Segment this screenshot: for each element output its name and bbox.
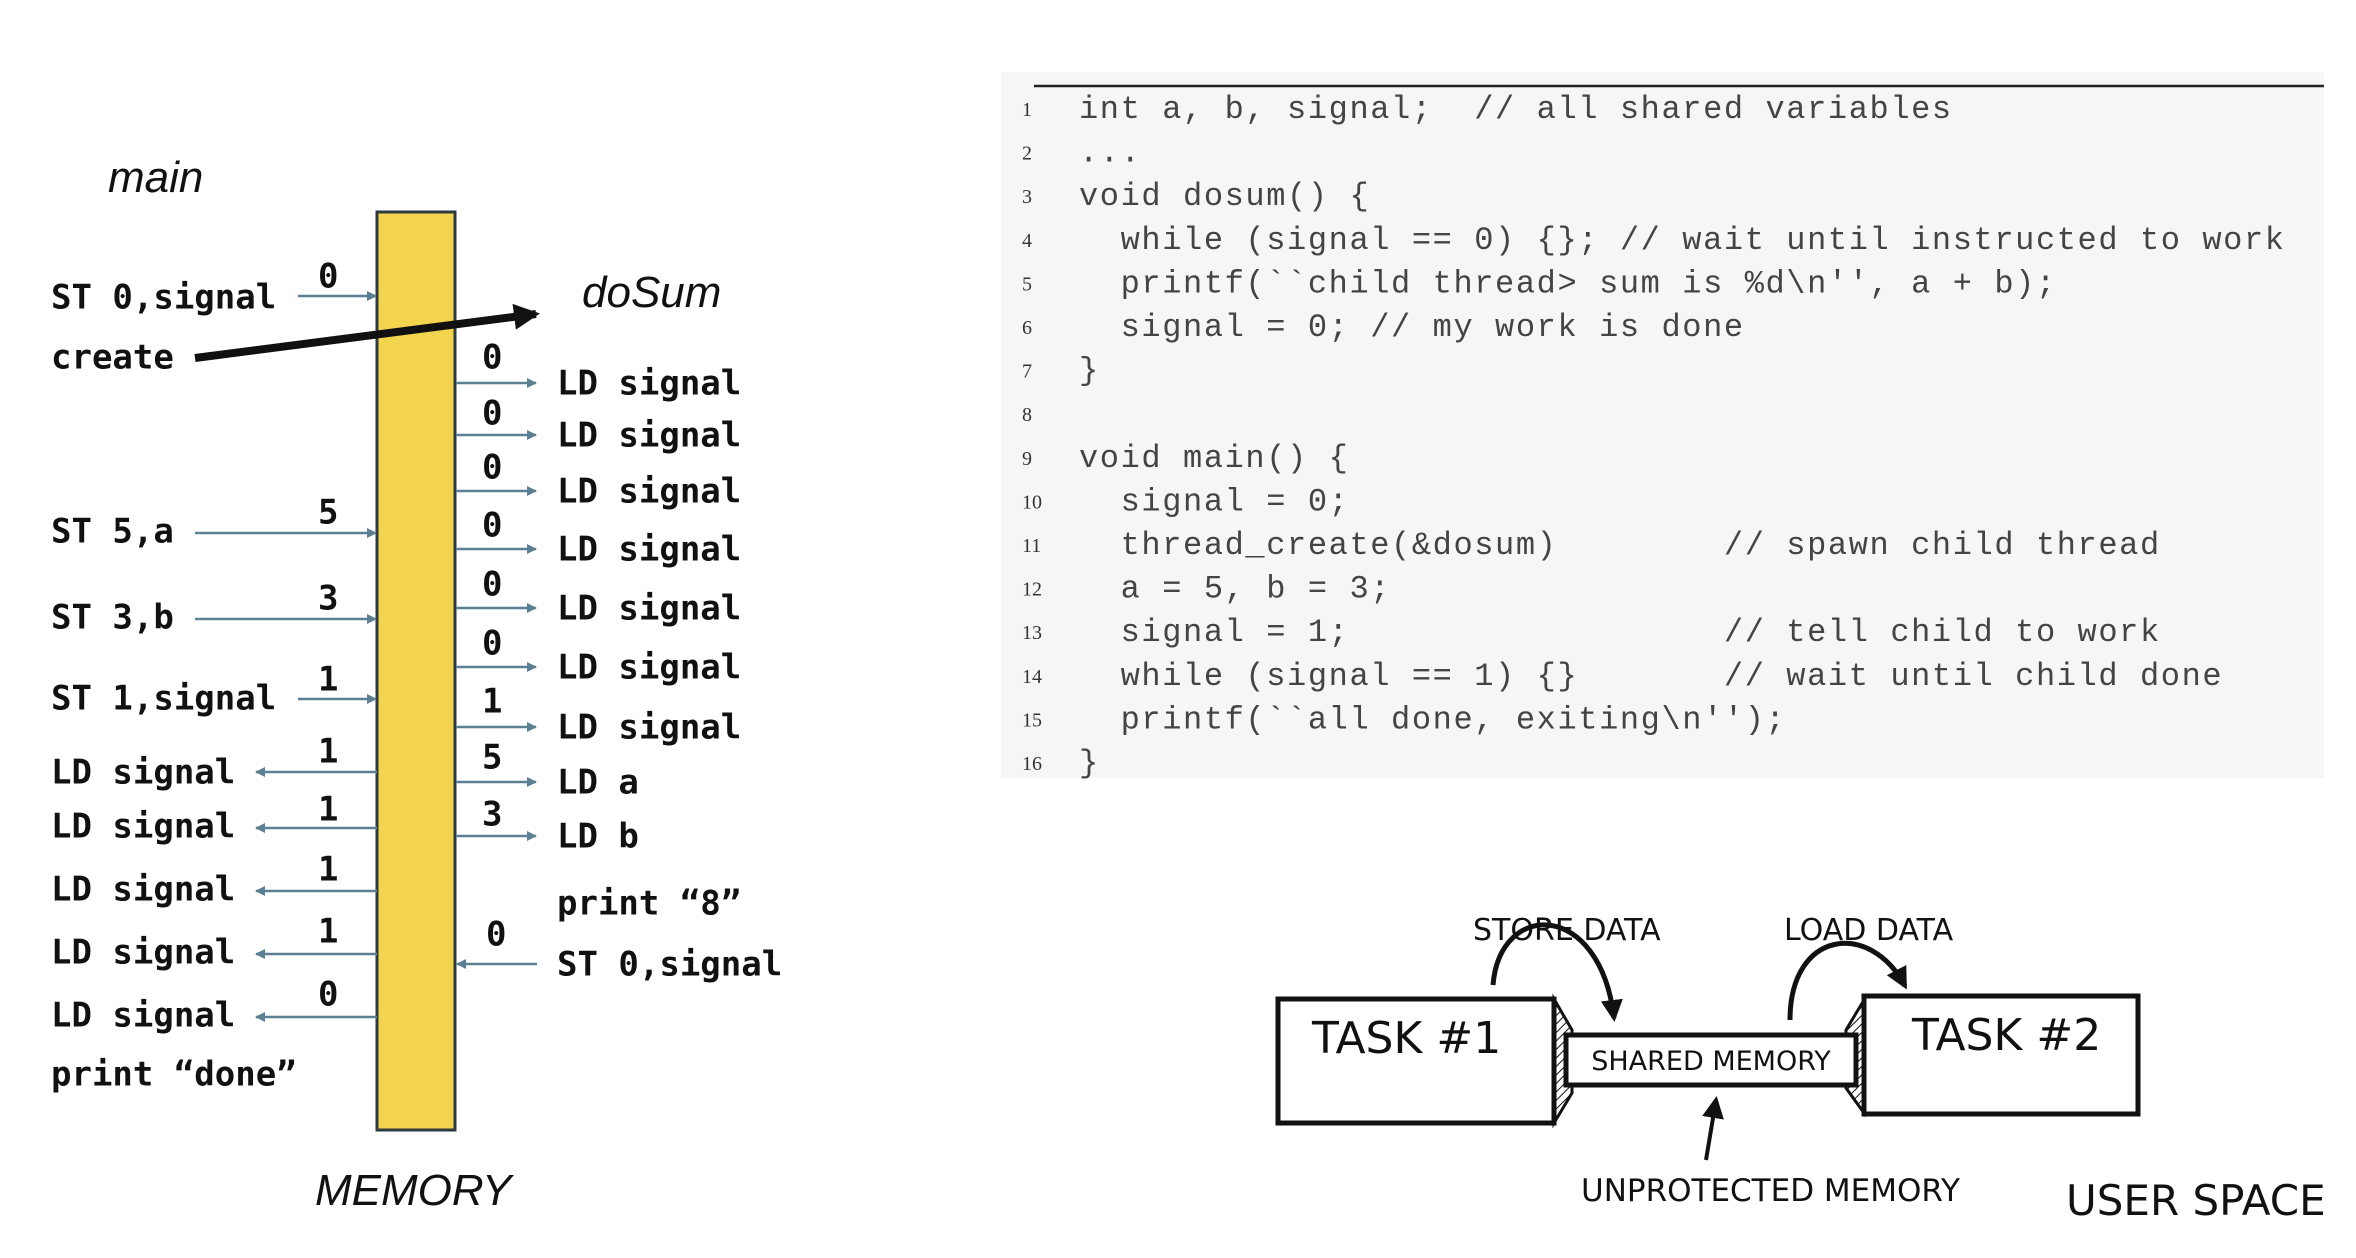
code-line: while (signal == 1) {} // wait until chi…: [1079, 658, 2223, 695]
main-op-label: LD signal: [51, 870, 235, 910]
main-op-value: 1: [318, 732, 338, 772]
dosum-op-label: LD signal: [557, 472, 741, 512]
main-op-label: create: [51, 338, 174, 378]
code-line: signal = 1; // tell child to work: [1079, 614, 2161, 651]
main-op-value: 0: [318, 257, 338, 297]
shared-memory-label: SHARED MEMORY: [1591, 1046, 1831, 1077]
line-number: 15: [1022, 709, 1042, 731]
code-line: thread_create(&dosum) // spawn child thr…: [1079, 527, 2161, 564]
main-op-value: 0: [318, 975, 338, 1015]
main-op-value: 3: [318, 579, 338, 619]
main-op-value: 1: [318, 912, 338, 952]
line-number: 6: [1022, 317, 1032, 339]
dosum-op-label: LD signal: [557, 589, 741, 629]
main-op-label: LD signal: [51, 996, 235, 1036]
load-data-label: LOAD DATA: [1784, 913, 1954, 948]
code-line: signal = 0; // my work is done: [1079, 309, 1745, 346]
code-line: void dosum() {: [1079, 178, 1370, 215]
dosum-op-value: 1: [482, 682, 502, 722]
dosum-op-label: LD signal: [557, 364, 741, 404]
line-number: 14: [1022, 666, 1042, 688]
code-line: int a, b, signal; // all shared variable…: [1079, 91, 1953, 128]
dosum-op-value: 0: [482, 394, 502, 434]
line-number: 9: [1022, 448, 1032, 470]
dosum-op-value: 0: [482, 448, 502, 488]
memory-bar: [375, 210, 457, 1132]
main-op-label: ST 1,signal: [51, 679, 276, 719]
dosum-op-value: 5: [482, 738, 502, 778]
store-data-label: STORE DATA: [1473, 913, 1661, 948]
task2-label: TASK #2: [1911, 1010, 2101, 1061]
task1-side: [1552, 993, 1574, 1129]
dosum-op-value: 0: [482, 624, 502, 664]
main-op-value: 1: [318, 850, 338, 890]
main-operations: ST 0,signal 0 create ST 5,a 5 ST 3,b 3 ST 1,sig…: [51, 257, 377, 1095]
user-space-label: USER SPACE: [2066, 1176, 2326, 1225]
line-number: 13: [1022, 622, 1042, 644]
line-number: 5: [1022, 273, 1032, 295]
code-line: while (signal == 0) {}; // wait until in…: [1079, 222, 2286, 259]
task2-box: [1861, 993, 2141, 1117]
line-number: 12: [1022, 579, 1042, 601]
main-op-value: 1: [318, 660, 338, 700]
shared-memory-sketch: TASK #1 TASK #2 SHARED MEMORY STORE DATA…: [1255, 884, 2326, 1248]
dosum-op-value: 0: [482, 338, 502, 378]
line-number: 2: [1022, 143, 1032, 165]
main-op-label: ST 5,a: [51, 512, 174, 552]
shared-memory-bar: [1563, 1032, 1859, 1088]
line-number: 11: [1022, 535, 1041, 557]
code-line: ...: [1079, 135, 1141, 172]
main-op-label: ST 0,signal: [51, 278, 276, 318]
main-op-value: 1: [318, 790, 338, 830]
memory-timeline-diagram: main doSum MEMORY ST 0,signal 0 create ST 5…: [51, 153, 782, 1215]
main-thread-title: main: [108, 153, 203, 202]
line-number: 1: [1022, 99, 1032, 121]
main-op-value: 5: [318, 493, 338, 533]
dosum-op-label: LD b: [557, 817, 639, 857]
line-number: 7: [1022, 361, 1032, 383]
memory-label: MEMORY: [315, 1166, 514, 1215]
main-op-label: LD signal: [51, 753, 235, 793]
dosum-op-value: 0: [482, 506, 502, 546]
code-line: signal = 0;: [1079, 483, 1349, 520]
dosum-op-label: LD signal: [557, 708, 741, 748]
dosum-op-label: LD signal: [557, 416, 741, 456]
main-op-label: LD signal: [51, 933, 235, 973]
code-line: printf(``all done, exiting\n'');: [1079, 701, 1786, 738]
dosum-op-value: 0: [486, 915, 506, 955]
load-data-arrow: [1787, 940, 1908, 1021]
code-line: void main() {: [1079, 440, 1349, 477]
code-line: }: [1079, 353, 1100, 390]
dosum-op-label: ST 0,signal: [557, 945, 782, 985]
dosum-op-label: LD a: [557, 763, 639, 803]
create-thread-arrow: [194, 303, 540, 362]
line-number: 16: [1022, 753, 1042, 775]
main-op-label: ST 3,b: [51, 598, 174, 638]
dosum-thread-title: doSum: [582, 268, 721, 317]
code-line: }: [1079, 745, 1100, 782]
main-op-label: LD signal: [51, 807, 235, 847]
dosum-operations: LD signal 0 LD signal 0 LD signal 0 LD signal 0…: [456, 338, 782, 985]
dosum-op-label: LD signal: [557, 530, 741, 570]
dosum-op-value: 0: [482, 565, 502, 605]
line-number: 4: [1022, 230, 1032, 252]
line-number: 10: [1022, 491, 1042, 513]
line-number: 8: [1022, 404, 1032, 426]
unprotected-memory-arrow: [1702, 1096, 1724, 1161]
code-line: printf(``child thread> sum is %d\n'', a …: [1079, 265, 2057, 302]
code-line: a = 5, b = 3;: [1079, 571, 1391, 608]
dosum-op-label: LD signal: [557, 648, 741, 688]
main-op-label: print “done”: [51, 1055, 297, 1095]
store-data-arrow: [1490, 922, 1623, 1022]
dosum-op-value: 3: [482, 795, 502, 835]
code-panel-background: [1001, 72, 2324, 778]
task1-label: TASK #1: [1311, 1013, 1501, 1064]
unprotected-memory-label: UNPROTECTED MEMORY: [1581, 1173, 1960, 1209]
line-number: 3: [1022, 186, 1032, 208]
dosum-op-label: print “8”: [557, 884, 741, 924]
code-listing: 1 int a, b, signal; // all shared variabl…: [1001, 72, 2324, 782]
